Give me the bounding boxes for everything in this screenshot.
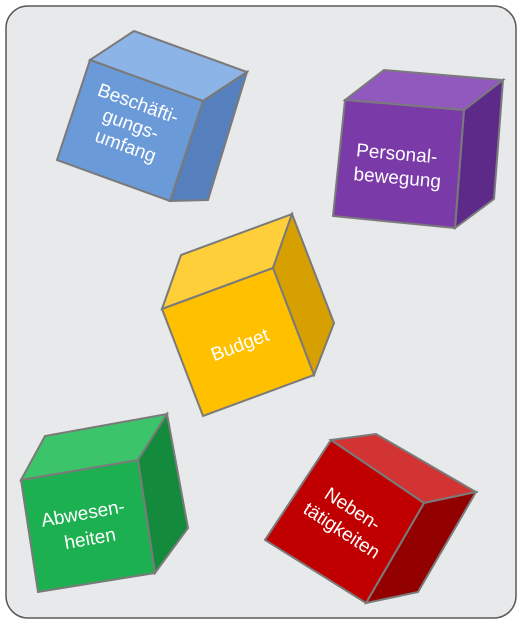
cube-nebentaetigkeiten: Neben- tätigkeiten [263, 432, 479, 605]
cube-budget: Budget [160, 211, 336, 418]
cube-front-face [55, 58, 205, 203]
cube-abwesenheiten: Abwesen- heiten [19, 411, 190, 594]
cube-front-face [331, 98, 466, 230]
cube-beschaeftigungsumfang: Beschäfti- gungs- umfang [55, 29, 250, 203]
cube-front-face [160, 266, 316, 418]
cube-front-face [19, 458, 157, 594]
cube-front-face [263, 438, 426, 605]
cube-personalbewegung: Personal- bewegung [331, 68, 506, 231]
